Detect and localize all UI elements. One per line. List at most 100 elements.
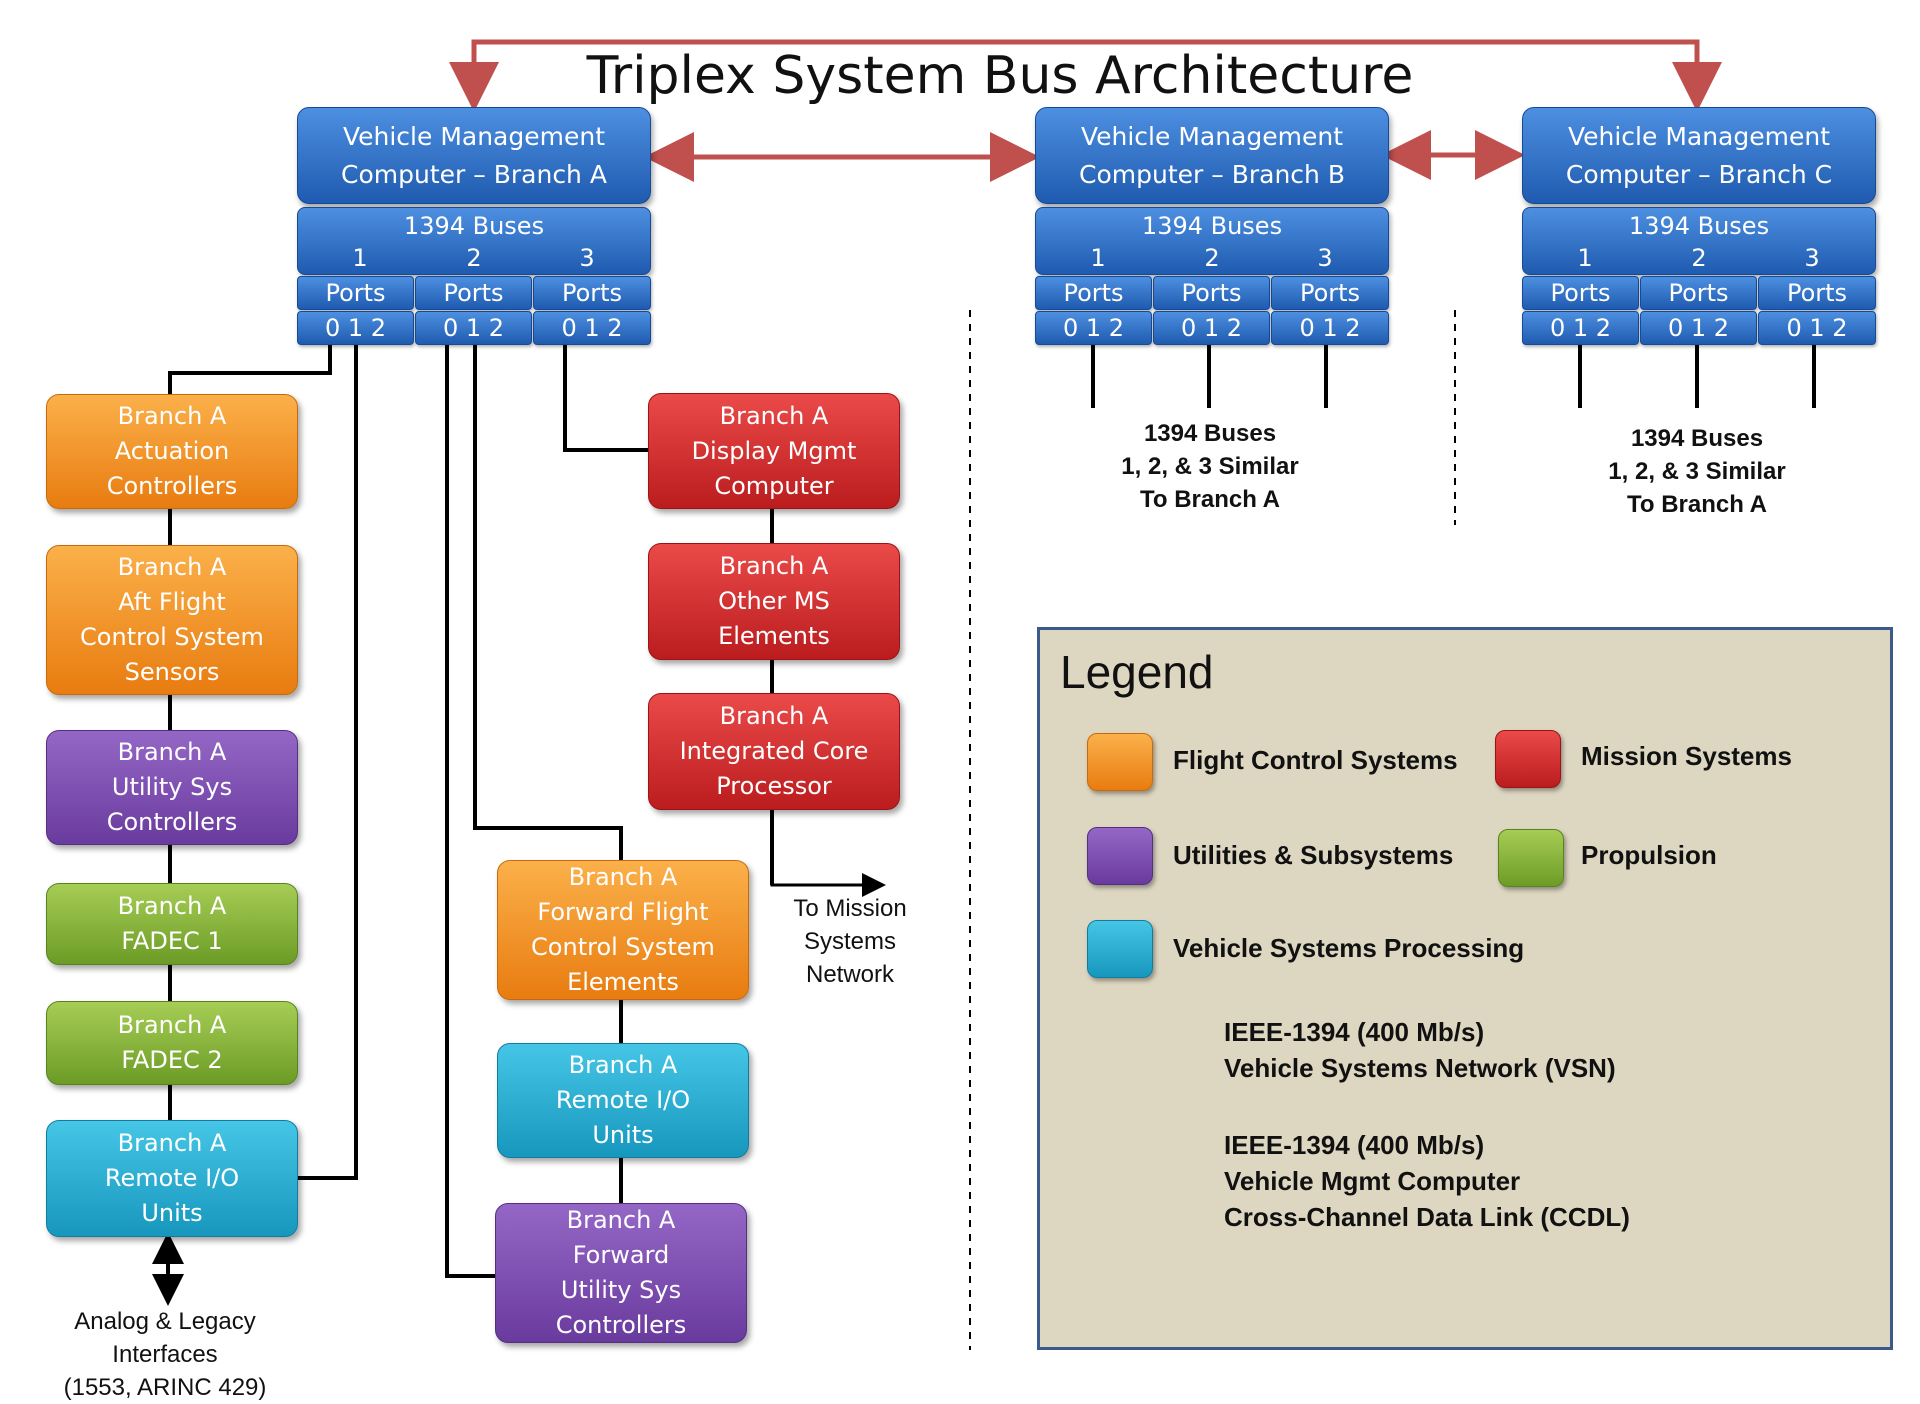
vsn-bus2-fwd-chain [473,340,623,1210]
block-line: Other MS [718,587,830,615]
block-line: Controllers [106,808,238,836]
legend-label-vsp: Vehicle Systems Processing [1173,933,1525,963]
label-line: Network [805,961,895,988]
ccdl-link-a-c [449,39,1722,112]
block-line: Elements [567,968,679,996]
legend-swatch-vsp [1087,920,1153,978]
vmc-title-line1: Vehicle Management [1080,121,1344,151]
bus-number: 2 [1204,244,1220,272]
legend-box: Legend Flight Control Systems Mission Sy… [1037,627,1893,1350]
block-line: Actuation [114,437,230,465]
ports-label: Ports [1758,276,1876,310]
port-numbers: 0 1 2 [1758,311,1876,345]
port-numbers: 0 1 2 [1640,311,1757,345]
label-line: Systems [803,928,896,955]
port-numbers: 0 1 2 [297,311,414,345]
port-numbers: 0 1 2 [533,311,651,345]
legend-line: IEEE-1394 (400 Mb/s) [1224,1017,1485,1047]
bus-number: 2 [466,244,482,272]
port-numbers: 0 1 2 [1035,311,1152,345]
bus-number: 1 [1577,244,1593,272]
similar-note-c: 1394 Buses 1, 2, & 3 Similar To Branch A [1547,422,1847,521]
legend-label-ccdl: IEEE-1394 (400 Mb/s) Vehicle Mgmt Comput… [1224,1127,1630,1235]
bus-number: 3 [1804,244,1820,272]
block-line: Remote I/O [555,1086,691,1114]
legend-line: Vehicle Systems Network (VSN) [1224,1053,1616,1083]
note-line: 1394 Buses [1630,425,1764,452]
block-line: Forward [572,1241,670,1269]
block-line: Control System [531,933,715,961]
block-line: Branch A [719,552,829,580]
vmc-header: Vehicle Management Computer – Branch A [297,107,651,204]
legend-swatch-utilities [1087,827,1153,885]
legend-line: IEEE-1394 (400 Mb/s) [1224,1130,1485,1160]
bus-panel: 1394 Buses 1 2 3 [297,207,651,275]
block-fadec-2: Branch A FADEC 2 [46,1001,298,1085]
block-line: Display Mgmt [691,436,857,465]
block-line: Processor [716,772,832,800]
block-line: Branch A [719,702,829,730]
block-line: Branch A [568,863,678,891]
ports-label: Ports [415,276,532,310]
legend-line: Vehicle Mgmt Computer [1224,1166,1521,1196]
block-line: Branch A [117,553,227,581]
block-line: Branch A [719,401,829,430]
legend-swatch-flight-control [1087,733,1153,791]
port-numbers: 0 1 2 [1153,311,1270,345]
port-numbers: 0 1 2 [1522,311,1639,345]
block-fadec-1: Branch A FADEC 1 [46,883,298,965]
block-forward-utility-sys-controllers: Branch A Forward Utility Sys Controllers [495,1203,747,1343]
block-line: Branch A [566,1206,676,1234]
block-other-ms-elements: Branch A Other MS Elements [648,543,900,660]
port-numbers: 0 1 2 [1271,311,1389,345]
vmc-title-line1: Vehicle Management [1567,121,1831,151]
block-line: Units [141,1199,203,1227]
bus-panel-title: 1394 Buses [1141,212,1283,240]
vmc-title-line1: Vehicle Management [342,121,606,151]
label-line: Analog & Legacy [74,1308,256,1335]
label-line: (1553, ARINC 429) [63,1374,267,1401]
port-numbers: 0 1 2 [415,311,532,345]
vmc-header: Vehicle Management Computer – Branch C [1522,107,1876,204]
bus-number: 3 [579,244,595,272]
block-utility-sys-controllers: Branch A Utility Sys Controllers [46,730,298,845]
block-line: Aft Flight [118,588,226,616]
block-integrated-core-processor: Branch A Integrated Core Processor [648,693,900,810]
block-line: Utility Sys [560,1276,682,1304]
legend-line: Cross-Channel Data Link (CCDL) [1224,1202,1630,1232]
note-line: 1394 Buses [1143,420,1277,447]
block-line: Branch A [117,1011,227,1039]
ports-label: Ports [1153,276,1270,310]
bus-panel: 1394 Buses 1 2 3 [1035,207,1389,275]
block-line: Sensors [124,658,220,686]
legend-label-utilities: Utilities & Subsystems [1173,840,1454,870]
legend-swatch-propulsion [1498,829,1564,887]
ports-label: Ports [1640,276,1757,310]
bus-panel-title: 1394 Buses [1628,212,1770,240]
block-line: Remote I/O [104,1164,240,1192]
legend-label-mission: Mission Systems [1581,741,1792,771]
block-line: Branch A [568,1051,678,1079]
block-remote-io-left: Branch A Remote I/O Units [46,1120,298,1237]
vmc-title-line2: Computer – Branch C [1565,159,1833,189]
analog-legacy-label: Analog & Legacy Interfaces (1553, ARINC … [20,1305,310,1404]
block-line: Forward Flight [537,898,709,926]
vmc-title-line2: Computer – Branch A [341,159,607,189]
bus-panel-title: 1394 Buses [403,212,545,240]
block-line: Controllers [106,472,238,500]
block-aft-flight-control-sensors: Branch A Aft Flight Control System Senso… [46,545,298,695]
page-title: Triplex System Bus Architecture [586,46,1414,106]
ports-label: Ports [533,276,651,310]
label-line: Interfaces [112,1341,218,1368]
block-remote-io-mid: Branch A Remote I/O Units [497,1043,749,1158]
legend-label-flight-control: Flight Control Systems [1173,745,1458,775]
note-line: To Branch A [1139,486,1280,513]
legend-label-vsn: IEEE-1394 (400 Mb/s) Vehicle Systems Net… [1224,1014,1616,1086]
block-line: Controllers [555,1311,687,1339]
note-line: 1, 2, & 3 Similar [1121,453,1299,480]
legend-swatch-mission [1495,730,1561,788]
block-line: Integrated Core [679,737,869,765]
note-line: 1, 2, & 3 Similar [1608,458,1786,485]
block-line: FADEC 2 [121,1046,223,1074]
vsn-bus1-remote-io [298,340,358,1180]
